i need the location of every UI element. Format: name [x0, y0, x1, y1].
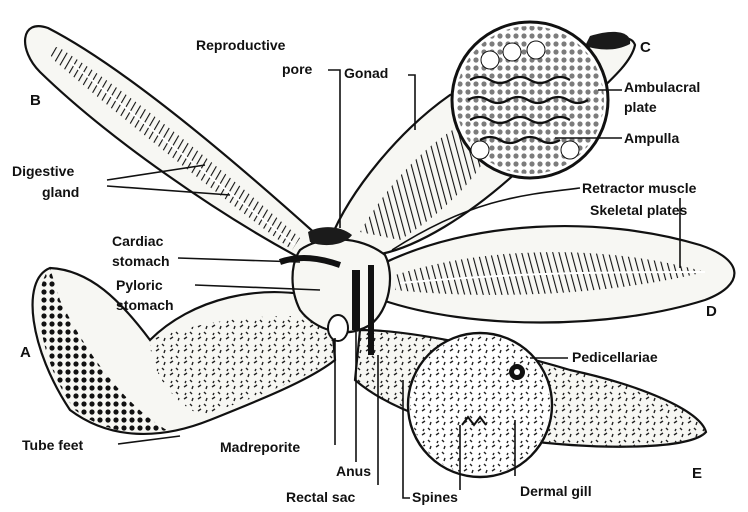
label-ambulacral-plate-line2: plate [624, 99, 657, 115]
label-tube-feet: Tube feet [22, 437, 84, 453]
ampulla-magnified-view [452, 22, 608, 178]
label-pedicellariae: Pedicellariae [572, 349, 658, 365]
label-cardiac-stomach-line1: Cardiac [112, 233, 164, 249]
label-gonad: Gonad [344, 65, 388, 81]
label-anus: Anus [336, 463, 371, 479]
label-spines: Spines [412, 489, 458, 505]
label-retractor-muscle: Retractor muscle [582, 180, 697, 196]
label-reproductive-pore-line2: pore [282, 61, 313, 77]
arm-letter-a: A [20, 344, 31, 361]
label-ampulla: Ampulla [624, 130, 679, 146]
label-digestive-gland-line1: Digestive [12, 163, 74, 179]
label-dermal-gill: Dermal gill [520, 483, 592, 499]
arm-letter-c: C [640, 39, 651, 56]
label-ambulacral-plate-line1: Ambulacral [624, 79, 700, 95]
label-reproductive-pore-line1: Reproductive [196, 37, 286, 53]
label-skeletal-plates: Skeletal plates [590, 202, 687, 218]
arm-d [380, 226, 734, 322]
label-pyloric-stomach-line2: stomach [116, 297, 174, 313]
arm-b [25, 26, 318, 258]
label-madreporite: Madreporite [220, 439, 300, 455]
label-cardiac-stomach-line2: stomach [112, 253, 170, 269]
arm-letter-e: E [692, 465, 702, 482]
arm-letter-d: D [706, 303, 717, 320]
label-digestive-gland-line2: gland [42, 184, 79, 200]
label-rectal-sac: Rectal sac [286, 489, 355, 505]
label-pyloric-stomach-line1: Pyloric [116, 277, 163, 293]
arm-a [33, 268, 335, 434]
arm-letter-b: B [30, 92, 41, 109]
